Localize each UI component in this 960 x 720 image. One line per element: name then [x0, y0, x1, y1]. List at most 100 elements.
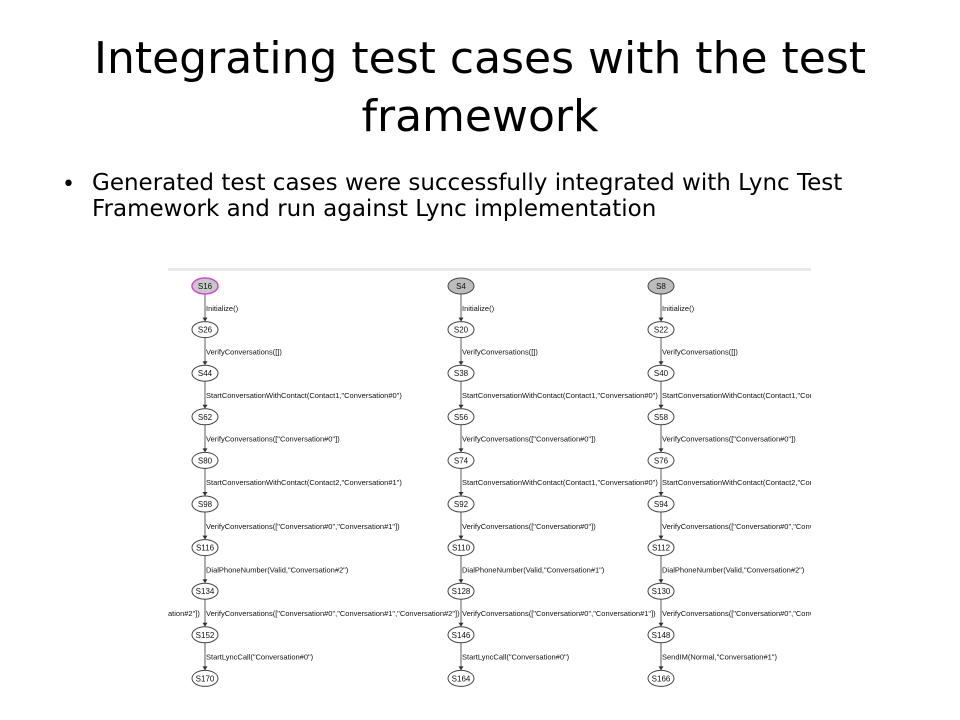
state-node: S98 — [191, 495, 219, 513]
state-ellipse — [447, 364, 475, 382]
transition-edge: VerifyConversations(["Conversation#0","C… — [202, 599, 460, 627]
arrow-head — [658, 666, 664, 671]
bullet-item: • Generated test cases were successfully… — [62, 170, 932, 222]
transition-edge: SendIM(Normal,"Conversation#1") — [658, 642, 777, 671]
arrow-head — [658, 492, 664, 496]
state-column-2: Initialize() VerifyConversations([]) Start… — [447, 277, 658, 687]
state-node: S58 — [647, 408, 675, 426]
state-ellipse — [191, 364, 219, 382]
state-node: S170 — [191, 669, 219, 687]
state-node: S16 — [191, 277, 219, 295]
state-ellipse — [191, 495, 219, 513]
arrow-head — [202, 579, 208, 584]
state-label: S44 — [198, 369, 213, 378]
transition-edge: DialPhoneNumber(Valid,"Conversation#1") — [458, 555, 605, 584]
state-node: S134 — [191, 582, 219, 600]
state-ellipse — [191, 321, 219, 339]
arrow-head — [202, 361, 208, 366]
transition-label: StartLyncCall("Conversation#0") — [462, 653, 570, 662]
arrow-head — [458, 579, 464, 584]
arrow-head — [202, 666, 208, 671]
state-label: S62 — [198, 413, 213, 422]
state-ellipse — [447, 321, 475, 339]
arrow-head — [658, 535, 664, 540]
arrow-head — [658, 448, 664, 453]
transition-edge: VerifyConversations(["Conversation#0"]) — [458, 424, 596, 453]
transition-label: DialPhoneNumber(Valid,"Conversation#2") — [662, 565, 805, 574]
arrow-head — [458, 492, 464, 496]
state-ellipse — [647, 364, 675, 382]
state-ellipse — [647, 277, 675, 295]
state-label: S152 — [196, 631, 215, 640]
state-ellipse — [191, 408, 219, 426]
transition-label: VerifyConversations(["Conversation#0","C… — [206, 522, 400, 531]
transition-label: StartConversationWithContact(Contact1,"C… — [462, 478, 658, 487]
state-ellipse — [191, 277, 219, 295]
state-ellipse — [447, 669, 475, 687]
state-ellipse — [447, 277, 475, 295]
transition-label: StartConversationWithContact(Contact2,"C… — [206, 478, 402, 487]
state-label: S20 — [454, 326, 469, 335]
arrow-head — [658, 361, 664, 366]
state-ellipse — [447, 582, 475, 600]
transition-label: VerifyConversations([]) — [462, 347, 538, 356]
transition-edge: StartConversationWithContact(Contact2,"C… — [658, 468, 811, 496]
transition-edge: StartConversationWithContact(Contact2,"C… — [202, 468, 402, 496]
state-node: S92 — [447, 495, 475, 513]
state-ellipse — [647, 582, 675, 600]
state-label: S40 — [654, 369, 669, 378]
arrow-head — [658, 404, 664, 409]
state-node: S8 — [647, 277, 675, 295]
arrow-head — [202, 492, 208, 496]
transition-edge: VerifyConversations(["Conversation#0","C… — [202, 512, 400, 540]
arrow-head — [658, 317, 664, 322]
state-node: S164 — [447, 669, 475, 687]
transition-edge: VerifyConversations(["Conversation#0","C… — [458, 599, 656, 627]
state-node: S20 — [447, 321, 475, 339]
transition-label: Initialize() — [206, 304, 239, 313]
transition-edge: Initialize() — [458, 294, 495, 322]
transition-edge: Initialize() — [202, 294, 239, 322]
transition-label: DialPhoneNumber(Valid,"Conversation#2") — [206, 565, 349, 574]
state-label: S4 — [456, 282, 466, 291]
clipped-transition-label: ation#2"]) — [168, 609, 200, 618]
state-node: S112 — [647, 539, 675, 557]
state-label: S164 — [452, 674, 471, 683]
transition-edge: VerifyConversations([]) — [658, 337, 738, 366]
transition-label: VerifyConversations(["Conversation#0"]) — [662, 435, 796, 444]
state-label: S8 — [656, 282, 666, 291]
transition-edge: VerifyConversations(["Conversation#0"]) — [658, 424, 796, 453]
state-node: S22 — [647, 321, 675, 339]
transition-label: VerifyConversations(["Conversation#0","C… — [662, 609, 811, 618]
state-label: S22 — [654, 326, 669, 335]
state-label: S56 — [454, 413, 469, 422]
transition-edge: StartLyncCall("Conversation#0") — [202, 642, 314, 671]
state-node: S148 — [647, 626, 675, 644]
transition-label: StartLyncCall("Conversation#0") — [206, 653, 314, 662]
state-label: S148 — [652, 631, 671, 640]
state-node: S146 — [447, 626, 475, 644]
transition-edge: StartConversationWithContact(Contact1,"C… — [658, 381, 811, 409]
state-node: S56 — [447, 408, 475, 426]
transition-label: StartConversationWithContact(Contact1,"C… — [662, 391, 811, 400]
state-node: S40 — [647, 364, 675, 382]
state-node: S128 — [447, 582, 475, 600]
state-node: S152 — [191, 626, 219, 644]
transition-label: VerifyConversations([]) — [206, 347, 282, 356]
transition-edge: VerifyConversations(["Conversation#0"]) — [202, 424, 340, 453]
state-ellipse — [191, 451, 219, 469]
transition-label: VerifyConversations(["Conversation#0"]) — [462, 522, 596, 531]
transition-label: StartConversationWithContact(Contact1,"C… — [206, 391, 402, 400]
arrow-head — [458, 666, 464, 671]
state-node: S38 — [447, 364, 475, 382]
transition-label: VerifyConversations(["Conversation#0"]) — [462, 435, 596, 444]
state-label: S166 — [652, 674, 671, 683]
state-label: S116 — [196, 544, 215, 553]
transition-label: VerifyConversations([]) — [662, 347, 738, 356]
transition-label: Initialize() — [662, 304, 695, 313]
state-label: S170 — [196, 674, 215, 683]
state-node: S94 — [647, 495, 675, 513]
state-ellipse — [647, 451, 675, 469]
state-label: S94 — [654, 500, 669, 509]
transition-edge: VerifyConversations([]) — [202, 337, 282, 366]
